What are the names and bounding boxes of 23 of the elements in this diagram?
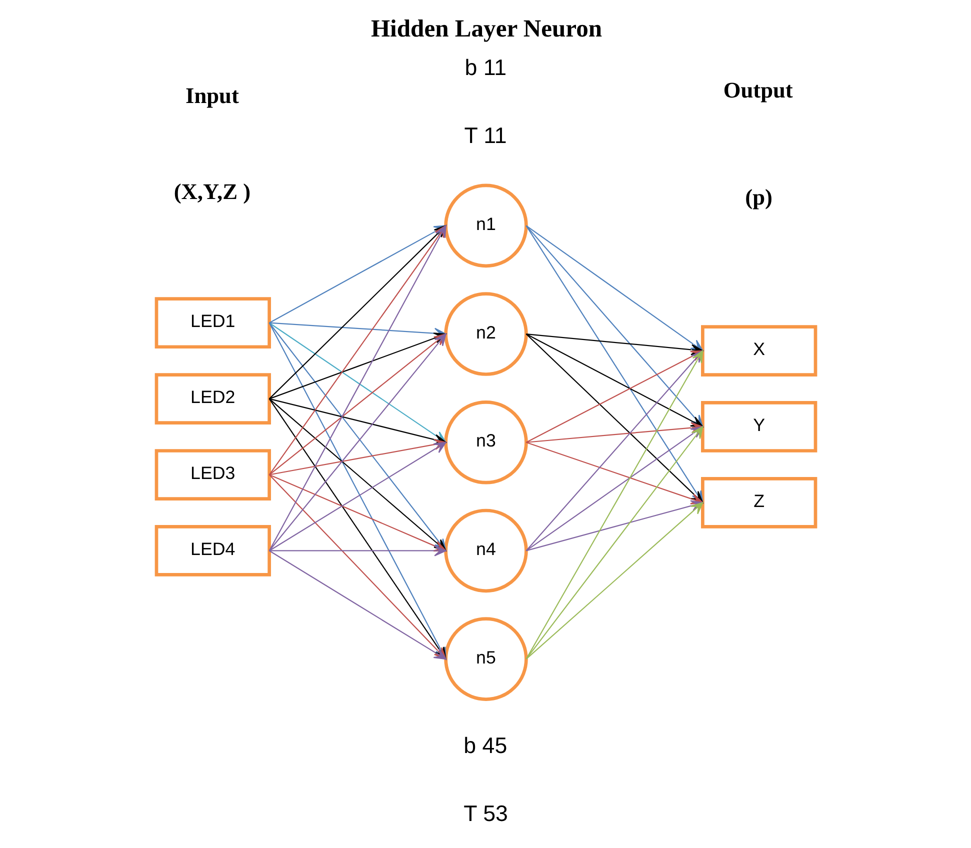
diagram-title: Hidden Layer Neuron xyxy=(370,14,602,42)
label: T 53 xyxy=(463,800,508,826)
label: (p) xyxy=(744,184,772,209)
node-box: LED1 xyxy=(154,296,270,348)
node-box: LED4 xyxy=(154,524,270,576)
node-circle: n3 xyxy=(444,400,528,484)
node-box: Z xyxy=(700,476,817,528)
node-circle: n4 xyxy=(444,508,528,592)
node-box: Y xyxy=(700,400,817,452)
label: Input xyxy=(185,82,238,108)
node-box: X xyxy=(700,324,817,376)
arrow xyxy=(268,544,446,556)
label: b 11 xyxy=(464,54,506,80)
label: T 11 xyxy=(464,122,506,148)
label: b 45 xyxy=(463,732,507,758)
arrow xyxy=(525,502,703,659)
node-circle: n1 xyxy=(444,183,528,268)
label: (X,Y,Z ) xyxy=(173,178,250,204)
node-circle: n5 xyxy=(444,616,528,700)
label: Output xyxy=(722,76,792,102)
node-box: LED3 xyxy=(154,448,270,500)
node-box: LED2 xyxy=(154,372,270,424)
node-circle: n2 xyxy=(444,292,528,376)
